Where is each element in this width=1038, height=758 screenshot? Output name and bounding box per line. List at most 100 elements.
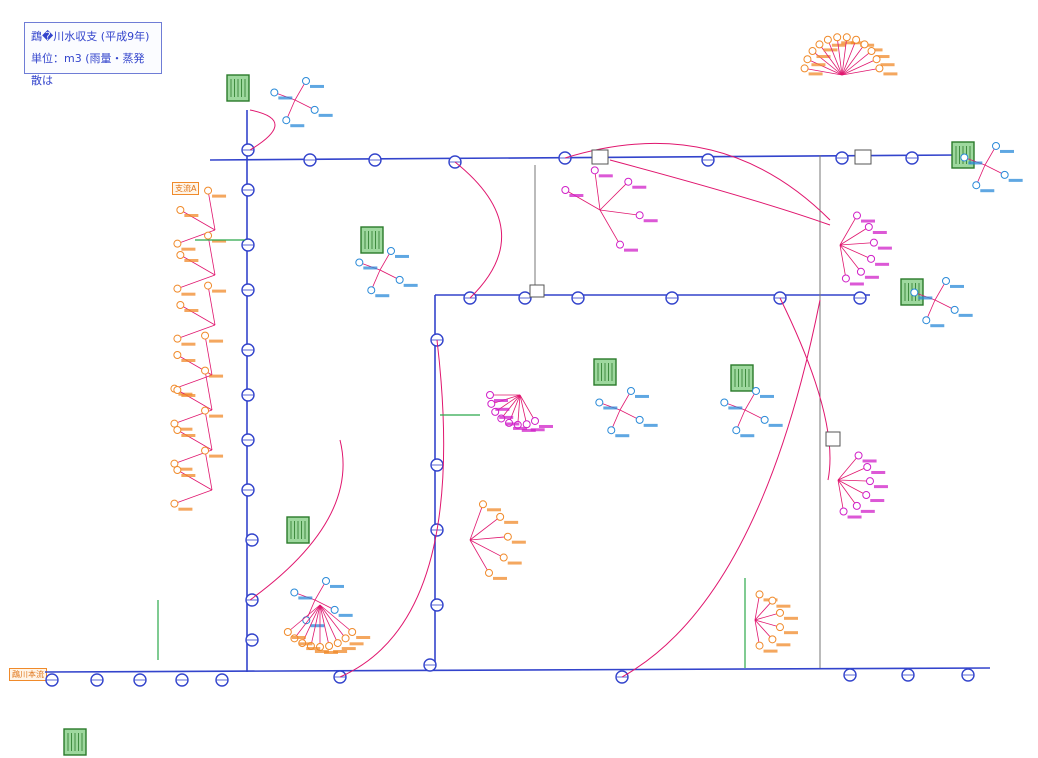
center-magenta-fan-label <box>632 185 647 189</box>
lower-left-fan-label <box>291 635 306 639</box>
inflow-cluster-5-label <box>181 434 196 437</box>
lower-left-fan-label <box>341 647 356 651</box>
top-right-fan-link <box>812 50 843 76</box>
outflow-fan-4-label <box>338 613 353 617</box>
bottom-right-fan-label <box>763 649 778 653</box>
lower-right-magenta-fan-node <box>865 477 874 486</box>
top-right-fan-label <box>883 72 898 76</box>
bottom-right-fan-label <box>783 631 798 635</box>
bottom-right-fan-label <box>783 616 798 620</box>
outflow-fan-1-node <box>355 258 364 267</box>
right-magenta-fan-node <box>869 238 878 247</box>
lower-left-fan-label <box>298 642 313 646</box>
top-right-fan-link <box>841 50 872 76</box>
right-magenta-fan-label <box>849 282 864 286</box>
outflow-fan-4-label <box>298 596 313 600</box>
inflow-cluster-2-link <box>180 304 216 326</box>
outflow-fan-5-label <box>968 161 983 165</box>
mid-orange-fan-link <box>469 536 508 541</box>
center-magenta-fan-link <box>599 209 621 245</box>
center-magenta-fan-label <box>569 194 584 197</box>
outflow-fan-1-node <box>395 275 404 284</box>
outflow-fan-0-node <box>310 105 319 114</box>
middle-lower-fan-node <box>486 391 494 399</box>
inflow-cluster-0-label <box>184 214 199 217</box>
outflow-fan-5-node <box>1000 170 1009 179</box>
outflow-fan-6-node <box>910 288 919 297</box>
lower-left-fan-label <box>349 642 364 646</box>
outflow-fan-5-label <box>980 189 995 193</box>
middle-lower-fan-link <box>517 394 521 425</box>
upper-source-tag: 支流A <box>172 182 200 195</box>
inflow-cluster-2-label <box>181 342 196 346</box>
middle-lower-fan-link <box>519 394 536 422</box>
lower-left-fan-link <box>319 604 339 644</box>
middle-lower-fan-node <box>487 399 496 408</box>
connector-diag <box>609 159 831 226</box>
middle-lower-fan-label <box>505 422 520 426</box>
lower-left-fan-node <box>333 639 342 648</box>
top-right-fan-label <box>875 55 890 59</box>
outflow-fan-5-node <box>992 141 1000 150</box>
outflow-fan-3-label <box>768 423 783 427</box>
right-magenta-fan-node <box>841 274 850 283</box>
outflow-fan-1-label <box>403 283 418 287</box>
inflow-cluster-3-link <box>174 374 213 390</box>
inflow-cluster-1-label <box>212 239 227 243</box>
lower-right-magenta-fan-link <box>837 455 859 481</box>
top-right-fan-label <box>868 48 883 52</box>
outflow-fan-4-label <box>330 584 344 588</box>
inflow-cluster-2-label <box>184 309 199 312</box>
bottom-right-fan-link <box>754 619 781 628</box>
top-right-fan-label <box>841 41 856 45</box>
top-right-fan-label <box>831 43 846 47</box>
outflow-fan-0-label <box>318 113 333 117</box>
lower-left-fan-node <box>283 627 292 636</box>
lower-right-magenta-fan-label <box>873 485 888 489</box>
lower-left-fan-label <box>333 650 348 654</box>
middle-lower-fan-node <box>522 420 531 429</box>
center-magenta-fan-link <box>565 189 601 211</box>
lower-right-magenta-fan-link <box>837 479 844 512</box>
right-magenta-fan-link <box>839 244 872 260</box>
inflow-cluster-1-link <box>207 235 216 276</box>
inflow-cluster-4-node <box>201 366 210 375</box>
connector-upper-mid <box>454 161 503 299</box>
connector-main-right <box>621 299 821 678</box>
inflow-cluster-4-node <box>170 419 179 428</box>
inflow-cluster-5-node <box>201 406 210 415</box>
center-magenta-fan-node <box>624 177 633 186</box>
middle-lower-fan-label <box>513 426 528 430</box>
outflow-fan-5-label <box>1008 178 1023 182</box>
bottom-right-fan-label <box>776 604 791 608</box>
inflow-cluster-6-link <box>174 489 213 505</box>
top-right-fan-label <box>816 55 831 59</box>
outflow-fan-4-node <box>330 605 339 614</box>
middle-lower-fan-node <box>531 416 539 425</box>
outflow-fan-1-node <box>387 246 395 255</box>
center-magenta-fan-label <box>643 219 658 223</box>
inflow-cluster-3-label <box>181 359 196 362</box>
mid-orange-fan-link <box>469 516 501 541</box>
top-right-fan-link <box>804 68 843 76</box>
lower-right-magenta-fan-label <box>862 459 877 463</box>
outflow-fan-6-node <box>922 316 931 325</box>
outflow-fan-1-label <box>363 266 378 270</box>
inflow-cluster-0-node <box>176 206 185 214</box>
inflow-cluster-4-link <box>177 389 213 411</box>
right-magenta-fan-node <box>867 254 876 263</box>
inflow-cluster-2-link <box>207 285 216 326</box>
top-right-fan-node <box>860 40 869 49</box>
outflow-fan-3-node <box>732 426 741 435</box>
inflow-cluster-1-label <box>184 259 199 262</box>
right-magenta-fan-link <box>839 226 870 246</box>
inflow-cluster-1-label <box>181 292 196 296</box>
mid-orange-fan-label <box>486 508 501 512</box>
top-right-fan-node <box>808 47 817 56</box>
mid-orange-fan-link <box>469 539 504 558</box>
inflow-cluster-1-node <box>173 284 182 293</box>
inflow-cluster-5-link <box>204 410 213 451</box>
right-magenta-fan-label <box>875 262 890 266</box>
top-right-fan-label <box>880 63 895 67</box>
